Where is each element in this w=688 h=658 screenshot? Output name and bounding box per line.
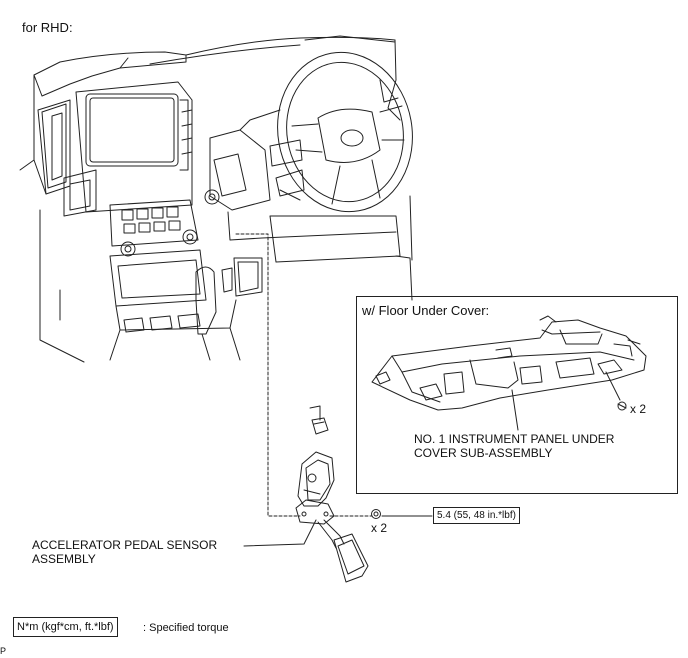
corner-mark: P (0, 646, 7, 656)
accelerator-pedal-illustration (295, 405, 369, 583)
torque-legend-meaning: : Specified torque (143, 622, 229, 634)
dashboard-illustration (19, 35, 413, 363)
inset-title: w/ Floor Under Cover: (362, 303, 490, 318)
bolt-icon (617, 401, 627, 411)
pedal-label-line1: ACCELERATOR PEDAL SENSOR (32, 538, 218, 552)
bolt-count: x 2 (630, 402, 647, 416)
floor-under-cover-inset (356, 296, 678, 494)
torque-legend-box: N*m (kgf*cm, ft.*lbf) (13, 617, 118, 637)
nut-count: x 2 (371, 521, 388, 535)
instrument-panel-under-cover (371, 315, 647, 411)
variant-label: for RHD: (22, 20, 73, 35)
pedal-label-line2: ASSEMBLY (32, 552, 96, 566)
nut-icon (371, 509, 381, 519)
pedal-leader-line (243, 519, 317, 547)
torque-spec-box: 5.4 (55, 48 in.*lbf) (433, 507, 520, 524)
cover-leader-line (511, 389, 519, 431)
under-cover-label-line2: COVER SUB-ASSEMBLY (414, 446, 553, 460)
bolt-leader-line (605, 371, 621, 401)
location-leader-line (235, 233, 373, 517)
under-cover-label-line1: NO. 1 INSTRUMENT PANEL UNDER (414, 432, 615, 446)
